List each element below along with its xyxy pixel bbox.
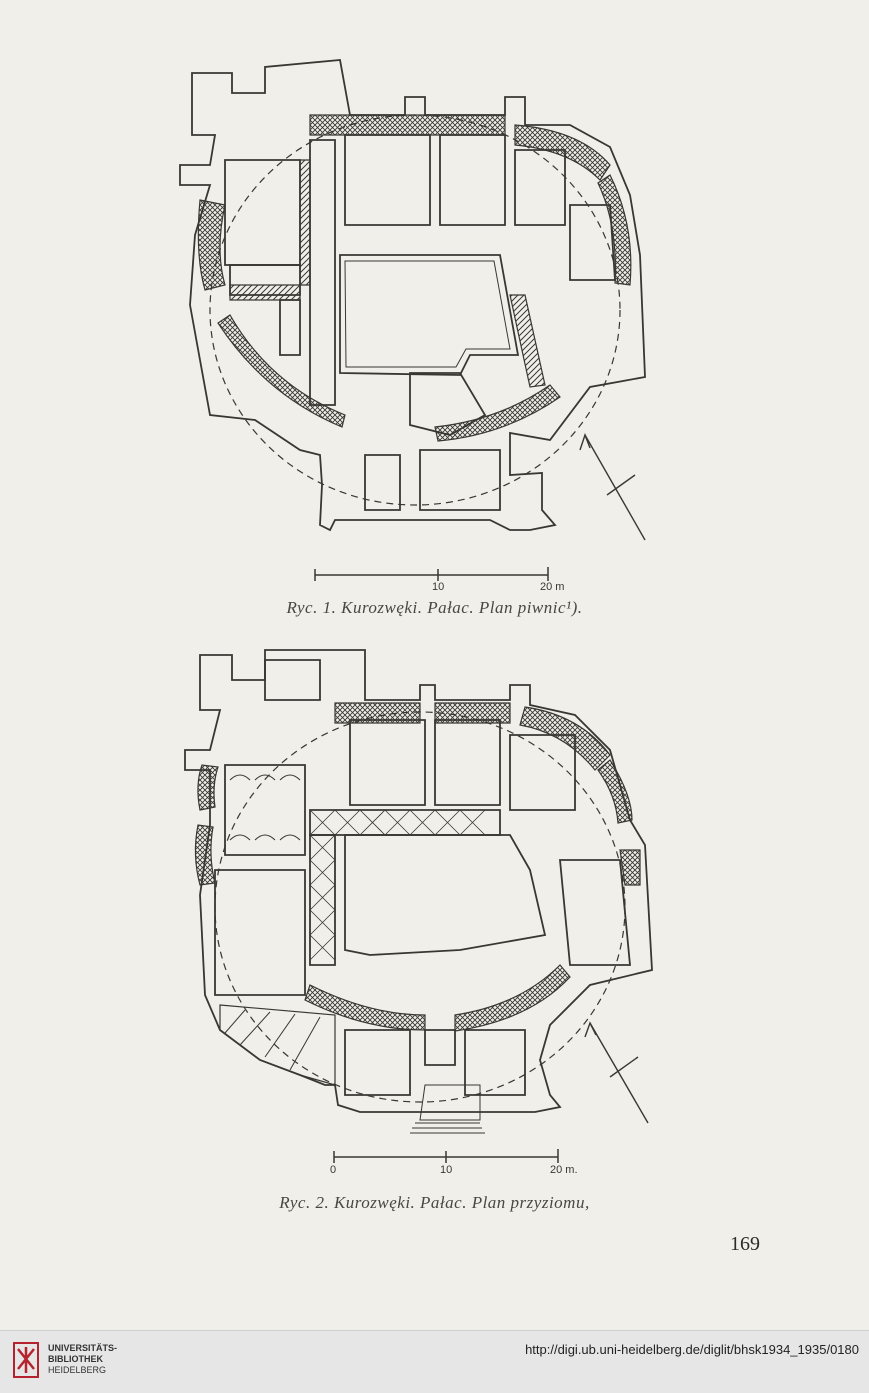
scale-mark-0: 0 bbox=[330, 1164, 336, 1176]
logo-line-1: UNIVERSITÄTS- bbox=[48, 1343, 118, 1353]
page-number: 169 bbox=[730, 1233, 760, 1255]
permalink-url[interactable]: http://digi.ub.uni-heidelberg.de/diglit/… bbox=[525, 1342, 859, 1357]
floor-plan-cellar: 10 20 m bbox=[179, 59, 646, 593]
university-library-logo-icon bbox=[13, 1342, 39, 1378]
scale-mark-10: 10 bbox=[432, 581, 444, 593]
scale-mark-10: 10 bbox=[440, 1164, 452, 1176]
scale-mark-20m: 20 m. bbox=[550, 1164, 578, 1176]
figure-2-caption: Ryc. 2. Kurozwęki. Pałac. Plan przyziomu… bbox=[279, 1193, 590, 1212]
figure-1-caption: Ryc. 1. Kurozwęki. Pałac. Plan piwnic¹). bbox=[286, 598, 583, 617]
viewer-footer bbox=[0, 1330, 869, 1393]
scale-mark-20m: 20 m bbox=[540, 581, 564, 593]
logo-line-3: HEIDELBERG bbox=[48, 1365, 107, 1375]
university-library-logo-text: UNIVERSITÄTS- BIBLIOTHEK HEIDELBERG bbox=[48, 1343, 117, 1376]
floor-plan-ground-floor: 0 10 20 m. bbox=[184, 649, 653, 1176]
logo-line-2: BIBLIOTHEK bbox=[48, 1354, 103, 1364]
document-page: 10 20 m Ryc. 1. Kurozwęki. Pałac. Plan p… bbox=[179, 59, 760, 1255]
